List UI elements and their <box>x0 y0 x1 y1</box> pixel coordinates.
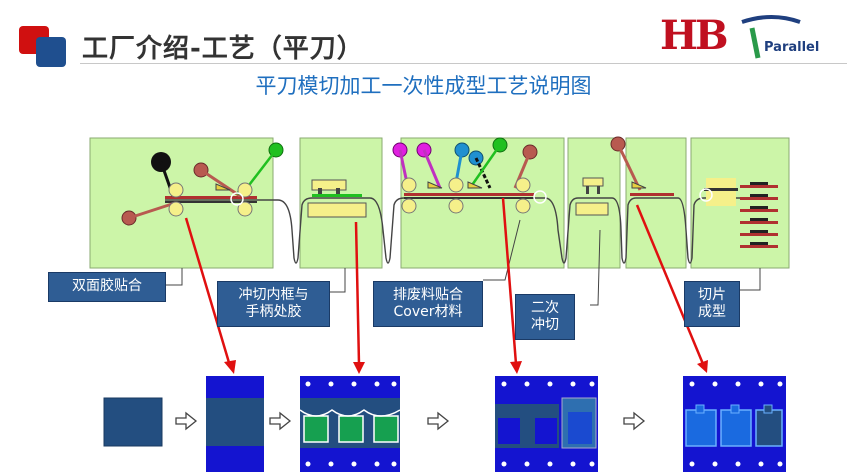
stage-laminated <box>206 376 264 472</box>
diagram-subtitle: 平刀模切加工一次性成型工艺说明图 <box>255 74 592 98</box>
logo-square-blue <box>36 37 66 67</box>
parallel-logo-mark <box>741 15 801 59</box>
laminating-station <box>121 142 284 226</box>
inner-cut-station <box>307 179 367 218</box>
waste-strip-station <box>392 137 547 214</box>
flow-arrows <box>175 411 646 431</box>
page-title: 工厂介绍-工艺（平刀） <box>82 34 364 64</box>
second-cut-station <box>575 177 609 216</box>
flow-arrow-2 <box>269 411 292 431</box>
title-divider <box>80 63 847 64</box>
stage-raw-square <box>103 397 163 447</box>
hb-logo: HB <box>660 12 729 59</box>
flow-arrow-1 <box>175 411 198 431</box>
label-inner-cut: 冲切内框与 手柄处胶 <box>217 281 330 327</box>
flow-arrow-3 <box>427 411 450 431</box>
transfer-station <box>610 136 674 196</box>
label-second-cut: 二次 冲切 <box>515 294 575 340</box>
sliced-stack <box>740 182 778 248</box>
stage-inner-cut <box>299 376 401 472</box>
parallel-logo-text: Parallel <box>764 40 820 55</box>
label-laminating: 双面胶贴合 <box>48 272 166 302</box>
slicing-station <box>699 178 778 248</box>
stage-waste-removed <box>495 376 598 472</box>
flow-arrow-4 <box>623 411 646 431</box>
stage-final-sliced <box>683 376 786 472</box>
label-slicing: 切片 成型 <box>684 281 740 327</box>
panel-slicing <box>690 137 790 269</box>
panel-transfer <box>625 137 687 269</box>
label-waste-strip: 排废料贴合 Cover材料 <box>373 281 483 327</box>
material-web <box>165 197 740 264</box>
